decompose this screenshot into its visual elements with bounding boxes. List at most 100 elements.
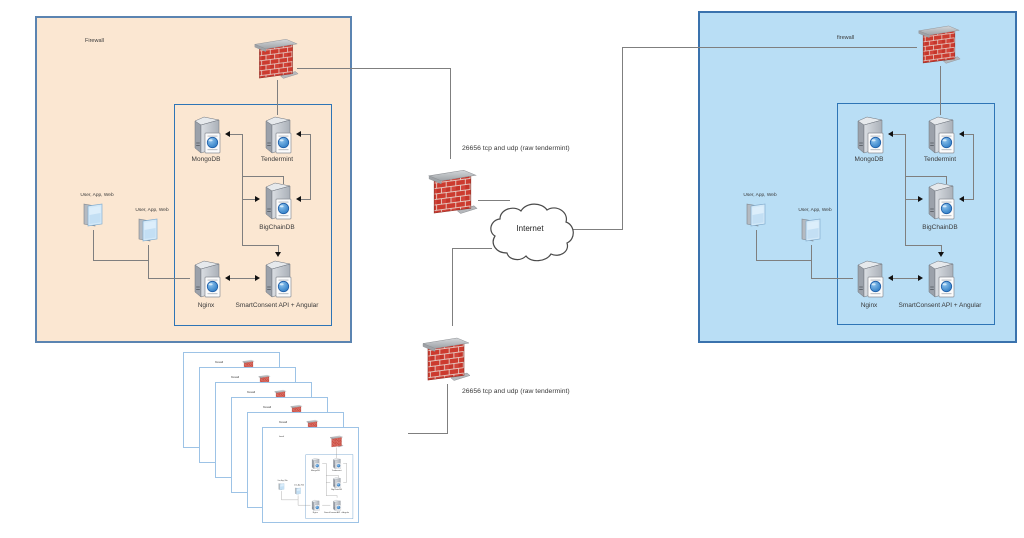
connector-line	[905, 176, 946, 177]
connector-line	[93, 260, 148, 261]
connector-line	[452, 248, 453, 326]
client-icon-user2-a	[135, 215, 161, 245]
mini-server-icon	[331, 457, 342, 470]
client-icon-user2-b	[798, 215, 824, 245]
connector-line	[242, 245, 278, 246]
arrowhead	[888, 275, 893, 281]
mini-node-label: BigChainDB	[331, 488, 342, 491]
connector-line	[570, 229, 623, 230]
mini-client-label: User, App, Web	[294, 484, 305, 487]
mini-server-icon	[331, 499, 342, 512]
mini-server-icon	[310, 457, 321, 470]
node-label-nginx-a: Nginx	[197, 302, 215, 309]
mini-inner-box	[305, 454, 354, 519]
server-icon-nginx-a	[188, 256, 224, 300]
zone-a-label: Firewall	[85, 38, 104, 44]
server-icon-tendermint-b	[922, 112, 958, 156]
server-icon-bigchaindb-a	[259, 178, 295, 222]
arrowhead	[918, 275, 923, 281]
mini-node-label: MongoDB	[310, 469, 320, 472]
port-label-upper: 26656 tcp and udp (raw tendermint)	[462, 145, 570, 152]
firewall-icon-zone-b	[917, 15, 961, 65]
zone-b-inner-box	[837, 103, 995, 325]
page-firewall-label: firewall	[247, 391, 256, 394]
connector-line	[310, 134, 311, 200]
mini-firewall-icon	[330, 432, 344, 447]
mini-client-label: User, App, Web	[277, 480, 288, 482]
client-icon-user1-b	[743, 200, 769, 230]
zone-a-inner-box	[174, 104, 332, 326]
client-label-user2-a: User, App, Web	[135, 208, 169, 213]
connector-line	[278, 245, 279, 253]
server-icon-tendermint-a	[259, 112, 295, 156]
page-firewall-label: firewall	[279, 421, 288, 424]
connector-line	[962, 134, 973, 135]
mini-server-icon	[310, 499, 321, 512]
arrowhead	[918, 196, 923, 202]
arrowhead	[296, 196, 301, 202]
connector-line	[242, 199, 256, 200]
server-icon-smartconsent-a	[259, 256, 295, 300]
server-icon-mongodb-b	[851, 112, 887, 156]
zone-b-label: firewall	[837, 35, 855, 41]
connector-line	[905, 199, 919, 200]
arrowhead	[275, 252, 281, 257]
node-label-nginx-b: Nginx	[860, 302, 878, 309]
firewall-icon-upper	[427, 158, 478, 215]
connector-line	[478, 200, 510, 201]
node-label-smartconsent-a: SmartConsent API + Angular	[235, 302, 319, 309]
connector-line	[297, 68, 450, 69]
connector-line	[229, 278, 256, 279]
server-icon-smartconsent-b	[922, 256, 958, 300]
arrowhead	[255, 196, 260, 202]
connector-line	[299, 199, 310, 200]
stack-page-front: firewall MongoDB Tendermi	[262, 427, 359, 523]
node-label-tendermint-b: Tendermint	[923, 156, 957, 163]
arrowhead	[225, 275, 230, 281]
server-icon-nginx-b	[851, 256, 887, 300]
node-label-smartconsent-b: SmartConsent API + Angular	[898, 302, 982, 309]
connector-line	[622, 47, 623, 230]
connector-line	[946, 176, 947, 184]
connector-line	[283, 176, 284, 184]
arrowhead	[888, 131, 893, 137]
connector-line	[811, 278, 853, 279]
connector-line	[452, 248, 492, 249]
connector-line	[892, 134, 905, 135]
node-label-bigchaindb-a: BigChainDB	[259, 224, 295, 231]
mini-diagram: firewall MongoDB Tendermi	[264, 429, 359, 524]
connector-line	[148, 278, 190, 279]
mini-node-label: Tendermint	[331, 469, 342, 472]
connector-line	[973, 134, 974, 200]
arrowhead	[296, 131, 301, 137]
server-icon-bigchaindb-b	[922, 178, 958, 222]
arrowhead	[959, 196, 964, 202]
port-label-lower: 26656 tcp and udp (raw tendermint)	[462, 388, 570, 395]
mini-client-icon	[294, 487, 302, 496]
connector-line	[892, 278, 919, 279]
connector-line	[408, 433, 448, 434]
connector-line	[756, 260, 811, 261]
client-label-user1-a: User, App, Web	[80, 193, 114, 198]
connector-line	[242, 176, 283, 177]
connector-line	[811, 245, 812, 278]
connector-line	[940, 66, 941, 115]
connector-line	[450, 68, 451, 159]
page-firewall-label: firewall	[215, 361, 224, 364]
connector-line	[756, 230, 757, 260]
mini-client-icon	[278, 482, 286, 491]
connector-line	[242, 134, 243, 246]
connector-line	[148, 245, 149, 278]
zone-a-box	[35, 16, 352, 343]
connector-line	[905, 245, 941, 246]
client-label-user1-b: User, App, Web	[743, 193, 777, 198]
mini-node-label: SmartConsent API + Angular	[324, 511, 350, 514]
connector-line	[93, 230, 94, 260]
connector-line	[622, 47, 917, 48]
mini-server-icon	[331, 476, 342, 489]
server-icon-mongodb-a	[188, 112, 224, 156]
arrowhead	[255, 275, 260, 281]
node-label-mongodb-b: MongoDB	[854, 156, 884, 163]
firewall-icon-lower	[421, 324, 471, 384]
mini-node-label: Nginx	[312, 511, 318, 514]
